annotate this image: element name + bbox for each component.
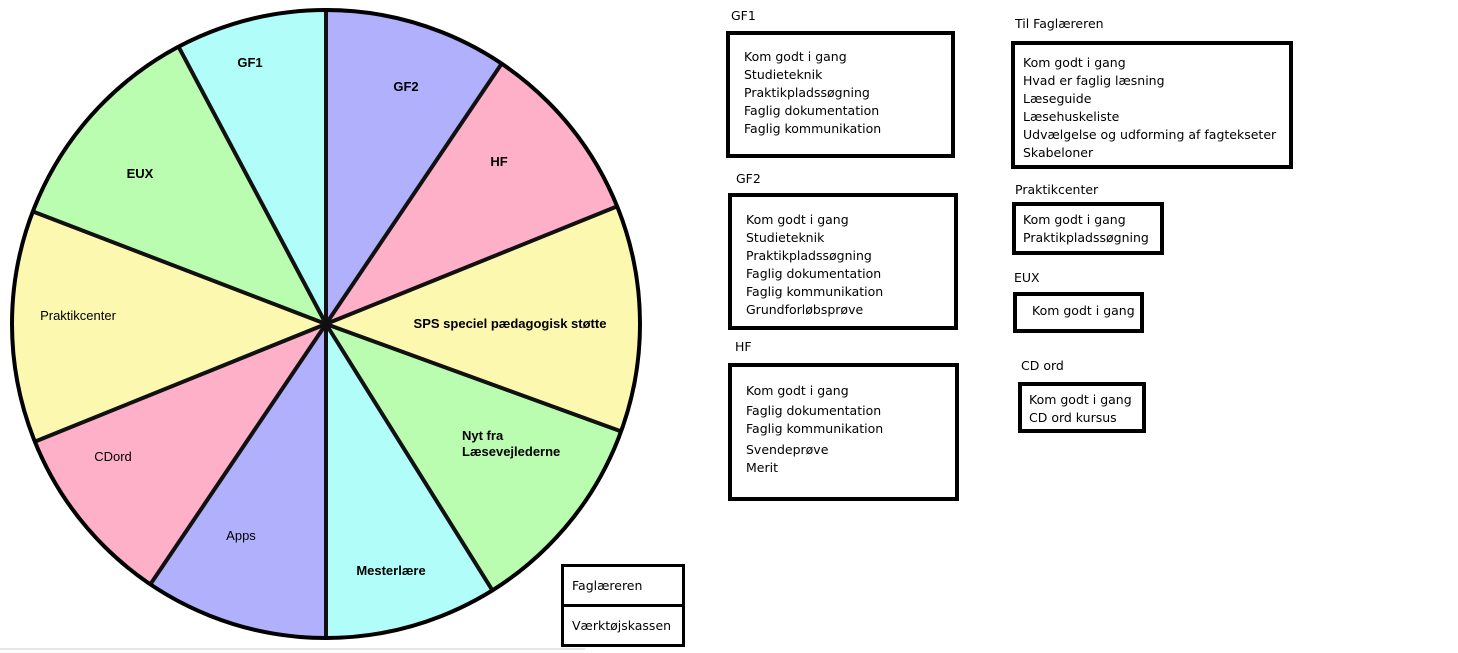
eux-link[interactable]: Kom godt i gang <box>1032 303 1135 318</box>
hf-link[interactable]: Merit <box>746 460 778 475</box>
gf1-heading: GF1 <box>731 8 756 23</box>
gf2-box: Kom godt i gang Studieteknik Praktikplad… <box>728 193 958 330</box>
praktikcenter-heading: Praktikcenter <box>1015 182 1099 197</box>
faglaereren-box: Kom godt i gang Hvad er faglig læsning L… <box>1011 41 1293 169</box>
gf2-link[interactable]: Faglig kommunikation <box>746 284 884 299</box>
spoke-line <box>34 322 327 444</box>
spoke-line <box>324 62 504 326</box>
sector-label-hf: HF <box>490 154 507 169</box>
faglaereren-link[interactable]: Læseguide <box>1023 91 1092 106</box>
gf2-link[interactable]: Faglig dokumentation <box>746 266 882 281</box>
gf1-link[interactable]: Praktikpladssøgning <box>744 85 870 100</box>
gf2-link[interactable]: Praktikpladssøgning <box>746 248 872 263</box>
faglaereren-link[interactable]: Læsehuskeliste <box>1023 109 1120 124</box>
praktikcenter-link[interactable]: Kom godt i gang <box>1023 212 1126 227</box>
gf1-link[interactable]: Kom godt i gang <box>744 49 847 64</box>
gf2-link[interactable]: Studieteknik <box>746 230 825 245</box>
faglaereren-button[interactable]: Faglæreren <box>572 578 643 593</box>
sector-sps[interactable] <box>326 324 622 591</box>
sector-cdord[interactable] <box>12 211 327 442</box>
sector-label-eux: EUX <box>127 166 154 181</box>
eux-heading: EUX <box>1014 270 1040 285</box>
divider <box>0 648 585 650</box>
sector-nyt[interactable] <box>326 324 493 638</box>
praktikcenter-box: Kom godt i gang Praktikpladssøgning <box>1012 202 1164 255</box>
faglaereren-link[interactable]: Skabeloner <box>1023 145 1094 160</box>
spoke-line <box>32 209 327 326</box>
cdord-heading: CD ord <box>1021 358 1064 373</box>
hf-link[interactable]: Svendeprøve <box>746 442 829 457</box>
gf1-link[interactable]: Studieteknik <box>744 67 823 82</box>
cdord-link[interactable]: Kom godt i gang <box>1029 392 1132 407</box>
bottom-nav-stack: Faglæreren Værktøjskassen <box>561 564 685 647</box>
sector-hf[interactable] <box>326 206 640 432</box>
sector-eux[interactable] <box>178 10 326 324</box>
sector-praktikcenter[interactable] <box>32 46 327 325</box>
spoke-line <box>325 204 618 326</box>
spoke-line <box>324 322 495 592</box>
gf1-box: Kom godt i gang Studieteknik Praktikplad… <box>726 31 955 158</box>
gf1-link[interactable]: Faglig kommunikation <box>744 121 882 136</box>
hf-box: Kom godt i gang Faglig dokumentation Fag… <box>728 363 959 501</box>
sector-label-praktikcenter: Praktikcenter <box>40 308 117 323</box>
cdord-box: Kom godt i gang CD ord kursus <box>1018 382 1146 433</box>
hf-link[interactable]: Faglig kommunikation <box>746 421 884 436</box>
praktikcenter-link[interactable]: Praktikpladssøgning <box>1023 230 1149 245</box>
sector-label-apps: Apps <box>226 528 256 543</box>
spoke-line <box>325 322 622 434</box>
faglaereren-heading: Til Faglæreren <box>1015 16 1104 31</box>
faglaereren-link[interactable]: Udvælgelse og udforming af fagtekseter <box>1023 127 1277 142</box>
eux-box: Kom godt i gang <box>1013 292 1144 333</box>
sector-label-cdord: CDord <box>94 449 132 464</box>
spoke-line <box>176 45 328 325</box>
faglaereren-link[interactable]: Kom godt i gang <box>1023 55 1126 70</box>
sector-label-gf2: GF2 <box>393 79 418 94</box>
hf-heading: HF <box>735 339 752 354</box>
hf-link[interactable]: Kom godt i gang <box>746 383 849 398</box>
spoke-line <box>148 322 328 586</box>
vaerktoejskassen-button[interactable]: Værktøjskassen <box>564 604 682 644</box>
sector-apps[interactable] <box>34 324 327 585</box>
wheel-rim <box>10 8 642 640</box>
faglaereren-link[interactable]: Hvad er faglig læsning <box>1023 73 1165 88</box>
sector-label-mesterlaere: Mesterlære <box>356 563 425 578</box>
sector-gf1[interactable] <box>326 10 502 324</box>
sector-gf2[interactable] <box>326 63 618 324</box>
hf-link[interactable]: Faglig dokumentation <box>746 403 882 418</box>
sector-label-gf1: GF1 <box>237 55 262 70</box>
sector-mesterlaere[interactable] <box>150 324 326 638</box>
gf2-link[interactable]: Grundforløbsprøve <box>746 302 864 317</box>
sector-label-sps: SPS speciel pædagogisk støtte <box>414 316 607 331</box>
cdord-link[interactable]: CD ord kursus <box>1029 410 1117 425</box>
gf2-link[interactable]: Kom godt i gang <box>746 212 849 227</box>
gf1-link[interactable]: Faglig dokumentation <box>744 103 880 118</box>
gf2-heading: GF2 <box>736 171 761 186</box>
